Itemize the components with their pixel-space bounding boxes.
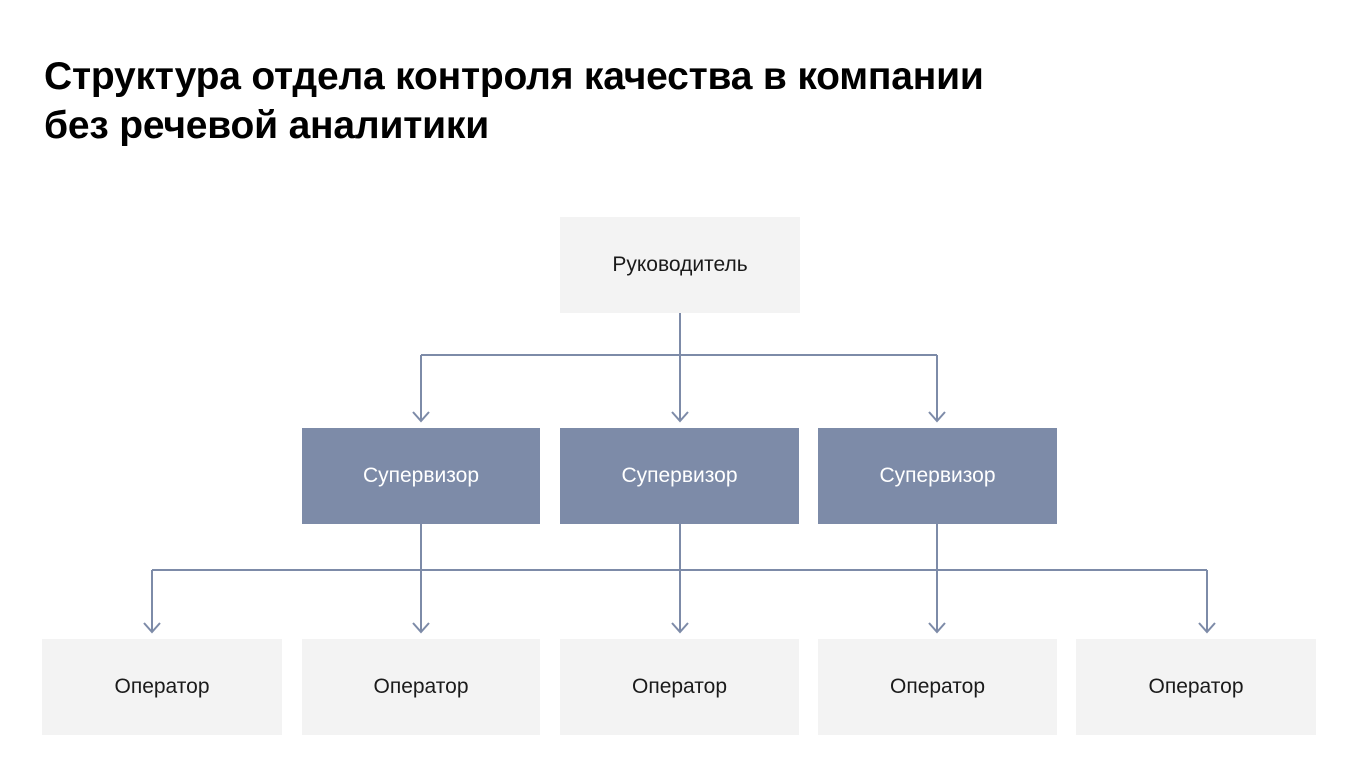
node-supervizor-2[interactable]: Супервизор: [560, 428, 799, 524]
page-title: Структура отдела контроля качества в ком…: [44, 55, 984, 147]
node-label: Руководитель: [612, 253, 748, 276]
arrowhead-supervisor-3: [928, 411, 946, 423]
node-operator-1[interactable]: Оператор: [42, 639, 282, 735]
arrowhead-operator-4: [928, 622, 946, 634]
node-label: Оператор: [114, 675, 210, 698]
node-label: Супервизор: [879, 464, 996, 487]
arrowhead-operator-2: [412, 622, 430, 634]
node-rukovoditel[interactable]: Руководитель: [560, 217, 800, 313]
node-supervizor-3[interactable]: Супервизор: [818, 428, 1057, 524]
node-label: Оператор: [889, 675, 986, 698]
arrowhead-supervisor-2: [671, 411, 689, 423]
node-label: Оператор: [631, 675, 728, 698]
arrowhead-operator-1: [143, 622, 161, 634]
node-label: Супервизор: [621, 464, 738, 487]
node-operator-5[interactable]: Оператор: [1076, 639, 1316, 735]
arrowhead-operator-5: [1198, 622, 1216, 634]
node-label: Оператор: [373, 675, 469, 698]
node-operator-3[interactable]: Оператор: [560, 639, 799, 735]
arrowhead-supervisor-1: [412, 411, 430, 423]
node-label: Оператор: [1148, 675, 1244, 698]
node-supervizor-1[interactable]: Супервизор: [302, 428, 540, 524]
node-operator-2[interactable]: Оператор: [302, 639, 540, 735]
arrowhead-operator-3: [671, 622, 689, 634]
node-label: Супервизор: [362, 464, 480, 487]
node-operator-4[interactable]: Оператор: [818, 639, 1057, 735]
